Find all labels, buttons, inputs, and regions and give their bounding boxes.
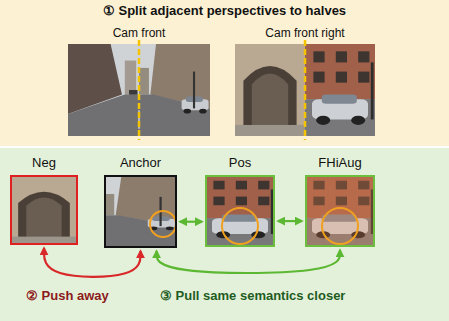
image-label: Pos [205,156,275,171]
augmented-sample: FHiAug [305,156,375,247]
edge-label: ② Push away [26,289,109,304]
panel-title: ① Split adjacent perspectives to halves [0,0,449,19]
anchor-sample: Anchor [104,156,177,248]
edge-label: ③ Pull same semantics closer [160,289,345,304]
positive-photo [135,175,275,247]
bottom-panel-ground [0,148,449,321]
highlight-circle [322,208,358,244]
camera-view: Cam front [68,27,210,136]
image-label: Neg [10,156,78,171]
split-line [304,40,307,140]
image-frame [235,44,375,136]
image-label: FHiAug [305,156,375,171]
split-line [138,40,141,140]
highlight-circle [222,208,258,244]
image-label: Cam front [68,27,210,41]
image-frame [104,175,177,248]
image-frame [305,175,375,247]
image-frame [205,175,275,247]
push-arrow [44,248,141,277]
image-label: Anchor [104,156,177,171]
image-frame [68,44,210,136]
negative-sample: Neg [10,156,78,245]
image-frame [10,175,78,245]
highlight-circle [150,211,176,237]
pull-arrow [157,250,340,273]
camera-view: Cam front right [235,27,375,136]
pull-arrow [180,221,202,223]
pull-arrow [278,220,302,222]
positive-sample: Pos [205,156,275,247]
top-panel-ground [0,0,449,146]
augment-tint [305,175,375,247]
panel: ① Split adjacent perspectives to halvesC… [0,0,449,146]
image-label: Cam front right [235,27,375,41]
anchor-photo [31,175,177,248]
